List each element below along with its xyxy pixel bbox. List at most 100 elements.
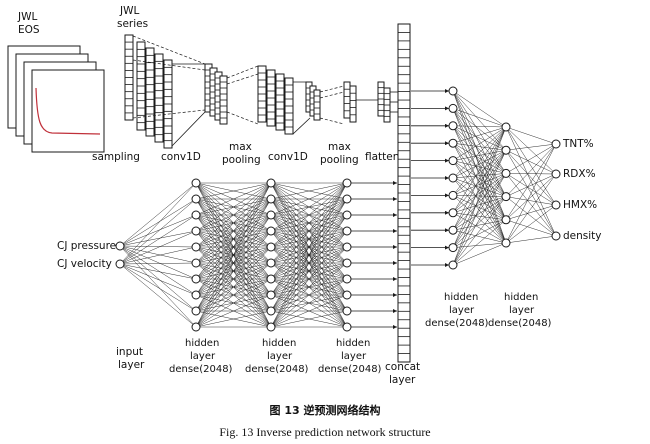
conv1-feature-map: [145, 47, 155, 137]
hidden4-hidden5-edge: [452, 126, 507, 213]
hidden2-neuron: [266, 322, 276, 332]
hidden-label-1: hidden layer dense(2048): [169, 338, 233, 375]
hidden1-hidden2-edge: [195, 182, 272, 296]
cnn-branch: [124, 23, 411, 363]
maxpool1-label-2: pooling: [222, 154, 261, 166]
hidden5-output-edge: [505, 149, 557, 175]
input-label-1: input: [116, 346, 143, 358]
hidden4-hidden5-edge: [452, 212, 507, 221]
svg-text:layer: layer: [341, 351, 367, 362]
hidden4-neuron: [448, 243, 458, 253]
eos-curve: [35, 87, 101, 135]
hidden5-neuron: [501, 192, 511, 202]
concat-label-1: concat: [385, 361, 420, 373]
jwl-series-label-2: series: [117, 18, 148, 30]
hidden2-neuron: [266, 194, 276, 204]
svg-text:hidden: hidden: [262, 338, 296, 349]
eos-plot-front: [31, 69, 105, 153]
hidden5-output-edge: [505, 126, 557, 175]
pool2-output-map-frame: [349, 85, 357, 123]
hidden1-neuron: [191, 306, 201, 316]
sampling-label: sampling: [92, 151, 140, 163]
hidden3-neuron: [342, 274, 352, 284]
hidden1-hidden2-edge: [195, 278, 272, 328]
pool2-flatten-link: [319, 85, 345, 93]
hidden2-neuron: [266, 306, 276, 316]
hidden2-hidden3-edge: [270, 182, 348, 248]
hidden2-hidden3-edge: [270, 182, 348, 296]
maxpool1-label-1: max: [229, 141, 252, 153]
hidden1-neuron: [191, 242, 201, 252]
input-neuron: [115, 241, 125, 251]
hidden4-hidden5-edge: [452, 108, 507, 128]
output-rdx-label: RDX%: [563, 168, 596, 180]
hidden1-hidden2-edge: [195, 182, 272, 328]
hidden2-hidden3-edge: [270, 294, 348, 328]
hidden4-hidden5-edge: [452, 108, 507, 174]
hidden4-hidden5-edge: [452, 212, 507, 244]
flatten-label: flatten: [365, 151, 399, 163]
hidden2-neuron: [266, 178, 276, 188]
jwl-series-label-1: JWL: [119, 5, 139, 17]
hidden1-neuron: [191, 226, 201, 236]
concat-label-2: layer: [389, 374, 416, 386]
output-tnt-label: TNT%: [562, 138, 594, 150]
flatten-column: [377, 81, 385, 117]
input-hidden1-edge: [119, 214, 197, 247]
hidden2-hidden3-edge: [270, 246, 348, 328]
output-density-label: density: [563, 230, 602, 242]
hidden4-hidden5-edge: [452, 126, 507, 161]
svg-text:dense(2048): dense(2048): [318, 364, 382, 375]
input-hidden1-edge: [119, 182, 197, 265]
hidden4-hidden5-edge: [452, 173, 507, 179]
hidden4-hidden5-edge: [452, 143, 507, 174]
hidden2-hidden3-edge: [270, 182, 348, 200]
hidden2-hidden3-edge: [270, 182, 348, 232]
hidden3-neuron: [342, 258, 352, 268]
hidden5-output-edge: [505, 173, 557, 206]
hidden5-neuron: [501, 168, 511, 178]
svg-text:hidden: hidden: [504, 292, 538, 303]
hidden4-hidden5-edge: [452, 142, 507, 151]
hidden4-hidden5-edge: [452, 125, 507, 151]
hidden-label-4: hidden layer dense(2048): [425, 292, 489, 329]
hidden5-output-edge: [505, 143, 557, 197]
hidden3-neuron: [342, 178, 352, 188]
hidden4-hidden5-edge: [452, 219, 507, 231]
maxpool2-map: [313, 89, 321, 121]
hidden5-output-edge: [505, 143, 557, 244]
output-neuron: [551, 169, 561, 179]
hidden2-hidden3-edge: [270, 182, 348, 264]
hidden4-hidden5-edge: [452, 125, 507, 174]
output-neuron: [551, 139, 561, 149]
hidden4-hidden5-edge: [452, 173, 507, 248]
hidden5-output-edge: [505, 126, 557, 206]
hidden1-hidden2-edge: [195, 182, 272, 312]
jwl-eos-label-1: JWL: [17, 11, 37, 23]
pool2-flatten-link: [319, 91, 345, 99]
input-neuron: [115, 259, 125, 269]
pool1-conv2-link: [226, 65, 259, 79]
hidden4-neuron: [448, 138, 458, 148]
svg-text:layer: layer: [190, 351, 216, 362]
input-hidden1-edge: [119, 245, 197, 264]
input-hidden1-edge: [119, 245, 197, 280]
svg-text:dense(2048): dense(2048): [245, 364, 309, 375]
input-hidden1-edge: [119, 198, 197, 265]
hidden2-hidden3-edge: [270, 182, 348, 328]
hidden4-neuron: [448, 260, 458, 270]
hidden4-hidden5-edge: [452, 229, 507, 244]
output-neuron: [551, 231, 561, 241]
hidden4-neuron: [448, 103, 458, 113]
hidden-label-3: hidden layer dense(2048): [318, 338, 382, 375]
hidden4-hidden5-edge: [452, 126, 507, 144]
hidden1-hidden2-edge: [195, 310, 272, 328]
hidden4-hidden5-edge: [452, 219, 507, 248]
hidden5-output-edge: [505, 219, 557, 237]
hidden4-hidden5-edge: [452, 126, 507, 266]
svg-text:hidden: hidden: [336, 338, 370, 349]
hidden2-neuron: [266, 210, 276, 220]
hidden2-hidden3-edge: [270, 182, 348, 216]
hidden5-output-edge: [505, 143, 557, 151]
